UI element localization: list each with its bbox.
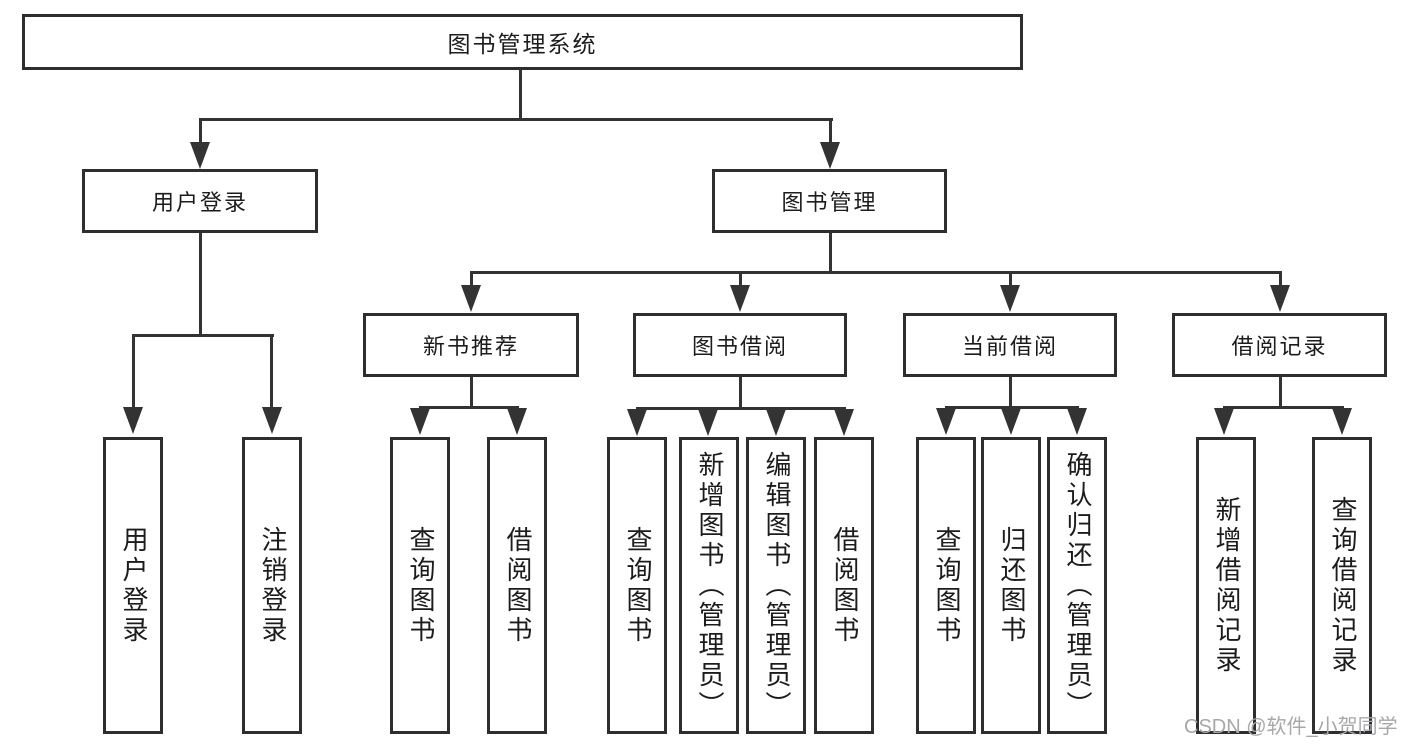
node-leaf-borrow-books: 借阅图书 [814,437,874,734]
node-label: 查询图书 [622,525,653,646]
node-new-book-recommendation: 新书推荐 [363,313,579,377]
connector-drop-leaf-logout [270,336,273,408]
node-leaf-add-books-admin: 新增图书（管理员） [679,437,739,734]
node-label: 借阅图书 [829,525,860,646]
arrow-down-icon [1270,285,1290,312]
node-label: 确认归还（管理员） [1062,450,1093,721]
node-user-login: 用户登录 [82,169,318,233]
node-leaf-return-books: 归还图书 [981,437,1041,734]
connector-current-borrowing-bus [945,406,1079,409]
arrow-down-icon [461,285,481,312]
node-book-borrowing: 图书借阅 [633,313,847,377]
connector-drop-leaf-login [132,336,135,408]
connector-user-login-bus [132,334,274,337]
node-leaf-add-borrow-record: 新增借阅记录 [1196,437,1256,734]
connector-drop-borrowing-records [1279,273,1282,286]
node-label: 归还图书 [996,525,1027,646]
arrow-down-icon [1000,285,1020,312]
connector-current-borrowing-stem [1009,377,1012,408]
arrow-down-icon [1001,408,1021,435]
node-leaf-query-books-recommendation: 查询图书 [390,437,450,734]
node-label: 图书借阅 [691,334,788,359]
node-label: 图书管理系统 [447,31,598,57]
node-leaf-edit-books-admin: 编辑图书（管理员） [746,437,806,734]
arrow-down-icon [766,409,786,436]
node-label: 当前借阅 [961,334,1058,359]
node-book-management: 图书管理 [712,169,947,233]
node-label: 查询图书 [405,525,436,646]
node-label: 新增图书（管理员） [694,450,725,721]
connector-drop-user-login [199,120,202,144]
node-leaf-query-books-current: 查询图书 [916,437,976,734]
connector-drop-new-book [470,273,473,286]
node-leaf-user-login: 用户登录 [103,437,163,734]
csdn-watermark: CSDN @软件_小贺同学 [1184,716,1398,738]
arrow-down-icon [1214,408,1234,435]
node-label: 查询借阅记录 [1327,495,1358,676]
arrow-down-icon [1332,408,1352,435]
node-label: 借阅记录 [1231,334,1328,359]
node-label: 新增借阅记录 [1211,495,1242,676]
connector-drop-book-management [829,120,832,144]
arrow-down-icon [820,142,840,169]
connector-drop-current-borrowing [1009,273,1012,286]
arrow-down-icon [627,409,647,436]
connector-level2-bus [199,118,833,121]
connector-borrowing-records-stem [1279,377,1282,408]
node-leaf-confirm-return-admin: 确认归还（管理员） [1047,437,1107,734]
connector-borrowing-records-bus [1223,406,1344,409]
arrow-down-icon [698,409,718,436]
arrow-down-icon [936,408,956,435]
node-leaf-query-borrow-record: 查询借阅记录 [1312,437,1372,734]
arrow-down-icon [730,285,750,312]
arrow-down-icon [123,407,143,434]
arrow-down-icon [507,408,527,435]
connector-book-borrowing-stem [739,377,742,408]
arrow-down-icon [834,409,854,436]
connector-drop-book-borrowing [739,273,742,286]
node-current-borrowing: 当前借阅 [903,313,1117,377]
connector-book-borrowing-bus [636,407,846,410]
node-borrowing-records: 借阅记录 [1172,313,1387,377]
connector-level3-bus [470,271,1282,274]
arrow-down-icon [410,408,430,435]
node-leaf-borrow-books-recommendation: 借阅图书 [487,437,547,734]
node-label: 编辑图书（管理员） [761,450,792,721]
node-label: 借阅图书 [502,525,533,646]
connector-new-book-stem [470,377,473,408]
node-label: 注销登录 [257,525,288,646]
node-library-management-system: 图书管理系统 [22,14,1023,70]
arrow-down-icon [262,407,282,434]
arrow-down-icon [190,142,210,169]
node-label: 新书推荐 [422,334,519,359]
connector-root-stem [519,69,522,120]
node-leaf-logout: 注销登录 [242,437,302,734]
node-label: 用户登录 [118,525,149,646]
node-label: 图书管理 [781,190,878,215]
node-leaf-query-books-borrowing: 查询图书 [607,437,667,734]
connector-new-book-bus [419,406,519,409]
connector-user-login-stem [199,233,202,336]
connector-book-management-stem [829,233,832,273]
node-label: 查询图书 [931,525,962,646]
arrow-down-icon [1067,408,1087,435]
node-label: 用户登录 [151,190,248,215]
